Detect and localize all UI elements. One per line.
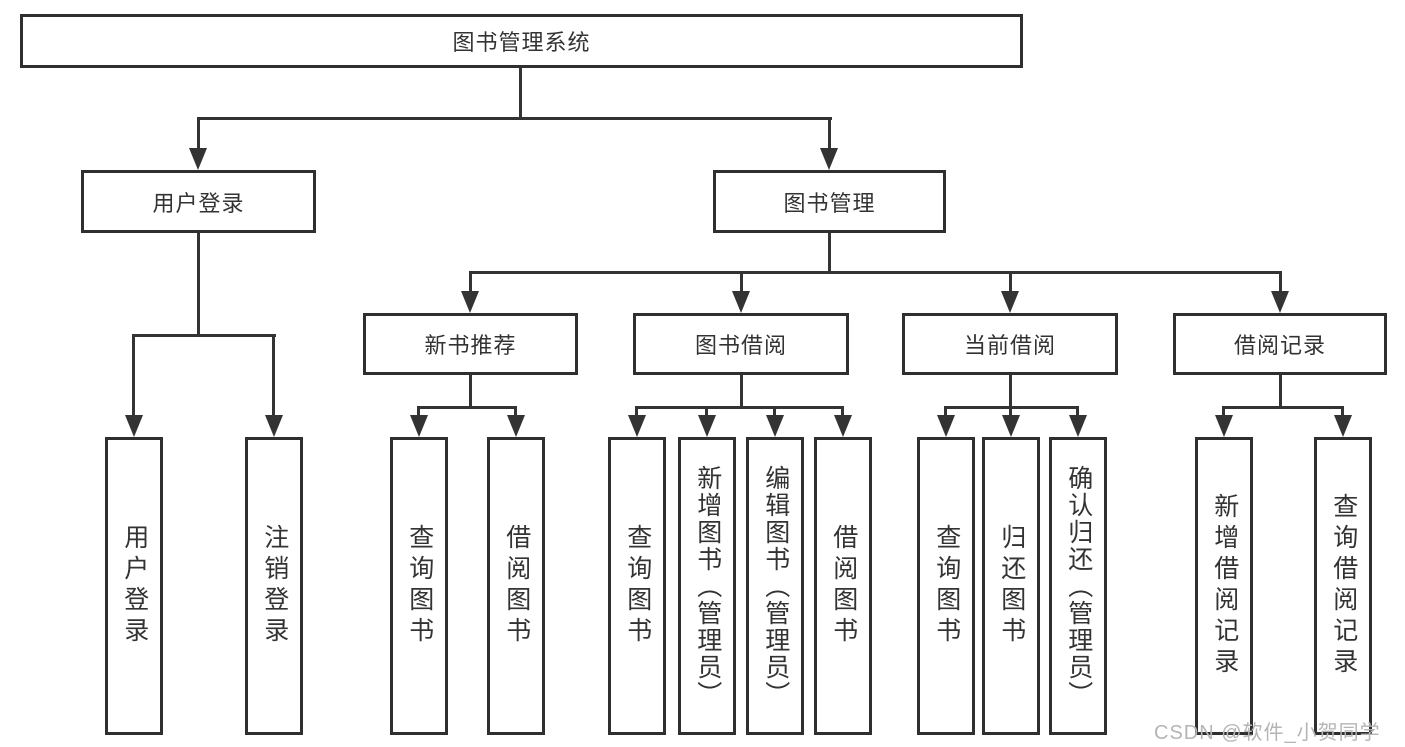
arrowhead-icon [628, 415, 646, 437]
arrowhead-icon [507, 415, 525, 437]
leaf-query-borrow-record: 查询借阅记录 [1314, 437, 1372, 735]
leaf-label: 确认归还（管理员） [1064, 464, 1093, 708]
node-book-borrow: 图书借阅 [633, 313, 849, 375]
node-user-login: 用户登录 [81, 170, 316, 233]
connector-line [944, 406, 947, 415]
leaf-user-login: 用户登录 [105, 437, 163, 735]
connector-line [133, 334, 276, 337]
connector-line [740, 271, 743, 291]
node-borrow-records: 借阅记录 [1173, 313, 1387, 375]
arrowhead-icon [125, 415, 143, 437]
connector-line [514, 406, 517, 415]
leaf-label: 借阅图书 [502, 524, 531, 648]
connector-line [1222, 406, 1344, 409]
leaf-label: 用户登录 [120, 524, 149, 648]
leaf-query-books-recommend: 查询图书 [390, 437, 448, 735]
connector-line [1076, 406, 1079, 415]
connector-line [635, 406, 638, 415]
connector-line [828, 117, 831, 150]
arrowhead-icon [766, 415, 784, 437]
connector-line [469, 271, 472, 291]
leaf-label: 编辑图书（管理员） [761, 464, 790, 708]
arrowhead-icon [834, 415, 852, 437]
connector-line [1009, 271, 1012, 291]
leaf-borrow-books-recommend: 借阅图书 [487, 437, 545, 735]
leaf-add-borrow-record: 新增借阅记录 [1195, 437, 1253, 735]
connector-line [1279, 271, 1282, 291]
arrowhead-icon [1001, 291, 1019, 313]
leaf-confirm-return-admin: 确认归还（管理员） [1049, 437, 1107, 735]
connector-line [197, 117, 832, 120]
arrowhead-icon [732, 291, 750, 313]
csdn-watermark: CSDN @软件_小贺同学 [1154, 722, 1381, 744]
arrowhead-icon [189, 148, 207, 170]
leaf-return-books: 归还图书 [982, 437, 1040, 735]
connector-line [417, 406, 517, 409]
leaf-label: 注销登录 [260, 524, 289, 648]
leaf-label: 查询借阅记录 [1329, 493, 1358, 679]
leaf-add-books-admin: 新增图书（管理员） [678, 437, 736, 735]
leaf-borrow-books: 借阅图书 [814, 437, 872, 735]
leaf-query-books-current: 查询图书 [917, 437, 975, 735]
connector-line [417, 406, 420, 415]
arrowhead-icon [698, 415, 716, 437]
connector-line [705, 406, 708, 415]
leaf-edit-books-admin: 编辑图书（管理员） [746, 437, 804, 735]
leaf-label: 查询图书 [932, 524, 961, 648]
node-root: 图书管理系统 [20, 14, 1023, 68]
connector-line [1009, 406, 1012, 415]
arrowhead-icon [1002, 415, 1020, 437]
leaf-label: 查询图书 [405, 524, 434, 648]
leaf-label: 借阅图书 [829, 524, 858, 648]
leaf-logout: 注销登录 [245, 437, 303, 735]
arrowhead-icon [1069, 415, 1087, 437]
connector-line [1009, 375, 1012, 406]
arrowhead-icon [1334, 415, 1352, 437]
arrowhead-icon [461, 291, 479, 313]
leaf-label: 归还图书 [997, 524, 1026, 648]
arrowhead-icon [410, 415, 428, 437]
arrowhead-icon [820, 148, 838, 170]
leaf-query-books-borrow: 查询图书 [608, 437, 666, 735]
connector-line [132, 334, 135, 415]
arrowhead-icon [1215, 415, 1233, 437]
connector-line [740, 375, 743, 406]
connector-line [1341, 406, 1344, 415]
node-book-management: 图书管理 [713, 170, 946, 233]
connector-line [519, 68, 522, 118]
connector-line [1279, 375, 1282, 406]
leaf-label: 查询图书 [623, 524, 652, 648]
connector-line [841, 406, 844, 415]
connector-line [773, 406, 776, 415]
connector-line [1222, 406, 1225, 415]
connector-line [469, 271, 1282, 274]
leaf-label: 新增借阅记录 [1210, 493, 1239, 679]
connector-line [828, 233, 831, 271]
connector-line [197, 233, 200, 334]
node-current-borrow: 当前借阅 [902, 313, 1118, 375]
connector-line [272, 334, 275, 415]
connector-line [197, 117, 200, 150]
node-new-book-recommend: 新书推荐 [363, 313, 578, 375]
arrowhead-icon [265, 415, 283, 437]
arrowhead-icon [937, 415, 955, 437]
connector-line [635, 406, 844, 409]
connector-line [469, 375, 472, 406]
arrowhead-icon [1271, 291, 1289, 313]
leaf-label: 新增图书（管理员） [693, 464, 722, 708]
